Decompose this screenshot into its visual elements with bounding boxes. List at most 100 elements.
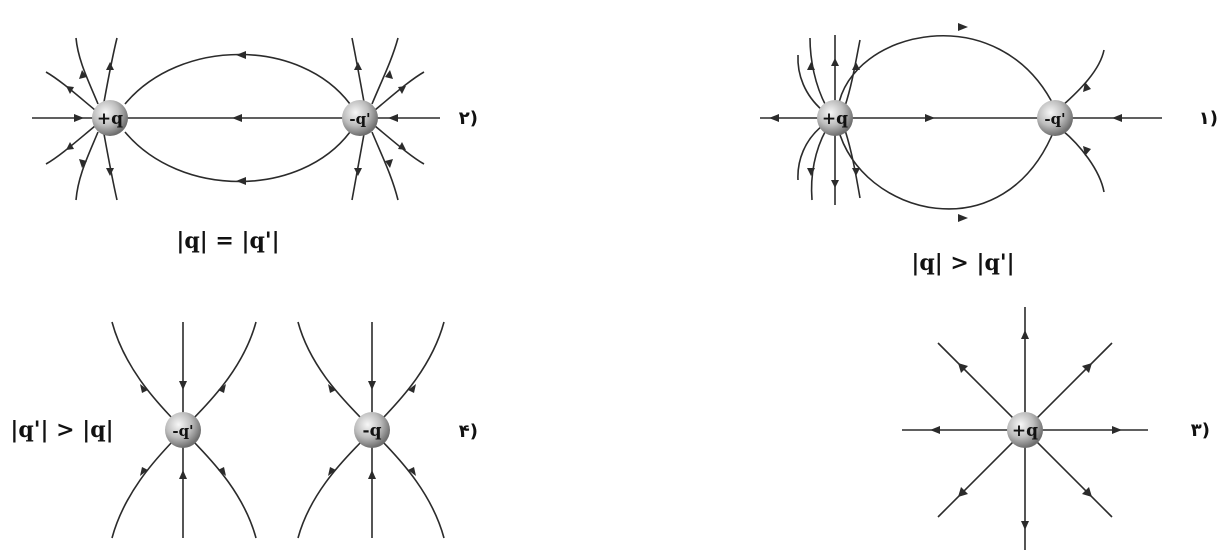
option-2-left-line [103,133,118,201]
option-1-line-dr1 [844,129,861,199]
option-1-right-lower-line [1061,129,1105,193]
option-2-arrow [354,62,362,70]
option-2-arrow [236,177,246,185]
option-4-left-curve [111,441,173,539]
option-2-charge-label: -q' [349,110,370,128]
option-2-bottom-loop [124,131,351,183]
option-1-arrow [807,168,815,176]
option-1-arrow [1112,114,1122,122]
option-1-arrow [831,58,839,66]
option-2-right-line [374,71,425,111]
option-4-right-curve [382,441,445,539]
option-1-line-ur1 [844,39,861,107]
option-4-arrow [218,467,226,476]
option-4-number: ۴) [459,421,478,442]
option-4-arrow [408,467,416,476]
option-1-negative-charge [1037,100,1073,136]
option-1-positive-charge [817,100,853,136]
option-4-negative-charge [165,412,201,448]
option-1-charge-label: -q' [1044,110,1065,128]
option-4-left-curve [193,441,257,539]
option-1-arrow [852,62,860,70]
option-1-line-dl1 [810,129,827,201]
option-4-arrow [408,384,416,393]
option-2-right-line [371,131,399,201]
option-2-number: ۲) [459,108,478,129]
option-4-diagram: -q' -q |q'| > |q| ۴) [10,321,478,539]
option-4-negative-charge [354,412,390,448]
option-2-negative-charge [342,100,378,136]
option-3-arrow [1112,426,1122,434]
option-2-right-line [351,133,365,201]
option-2-arrow [74,114,84,122]
option-3-charge-label: +q [1012,421,1038,441]
option-2-arrow [66,142,74,150]
option-4-arrow [218,384,226,393]
option-2-arrow [388,114,398,122]
option-1-line-ul1 [809,37,827,107]
option-2-arrow [66,86,74,94]
option-1-line-ul2 [797,54,823,111]
option-2-arrow [79,70,87,79]
option-4-right-curve [297,321,362,419]
option-4-arrow [368,470,376,479]
option-4-arrow [328,467,336,476]
option-1-arrow [807,62,815,70]
option-2-arrow [106,62,114,70]
option-2-arrow [79,159,87,168]
option-2-arrow [354,168,362,176]
option-1-arrow [958,23,968,31]
option-2-arrow [398,142,406,150]
option-4-arrow [368,381,376,390]
option-1-arrow [831,180,839,188]
option-2-arrow [232,114,242,122]
option-1-arrow [958,214,968,222]
option-3-positive-charge [1007,412,1043,448]
option-3-arrow [1021,330,1029,339]
option-4-relation: |q'| > |q| [10,417,113,443]
option-3-diagram: +q ۳) [902,307,1210,550]
option-2-diagram: +q -q' |q| = |q'| ۲) [32,37,478,254]
option-4-right-curve [382,321,445,419]
option-4-right-curve [297,441,362,539]
option-2-relation: |q| = |q'| [176,228,279,254]
option-2-top-loop [124,53,351,105]
option-4-arrow [328,384,336,393]
option-3-arrow [930,426,940,434]
option-4-arrow [179,470,187,479]
option-1-arrow [925,114,935,122]
option-4-arrow [179,381,187,390]
option-2-charge-label: +q [97,109,123,129]
option-4-left-curve [193,321,257,419]
option-1-arrow [1083,146,1091,156]
option-1-arrow [1083,82,1091,92]
option-4-left-curve [111,321,173,419]
option-3-arrow [1082,487,1092,497]
option-2-left-line [75,37,99,105]
option-4-charge-label: -q' [172,422,193,440]
option-2-positive-charge [92,100,128,136]
option-2-arrow [236,51,246,59]
option-3-arrow [958,363,968,373]
option-1-charge-label: +q [822,109,848,129]
option-2-arrow [398,86,406,94]
option-1-relation: |q| > |q'| [911,250,1014,276]
option-1-top-loop [837,35,1056,109]
option-3-arrow [1021,521,1029,530]
option-3-number: ۳) [1191,420,1210,441]
option-1-bottom-loop [837,127,1056,210]
option-4-arrow [140,384,148,393]
option-2-arrow [385,159,393,168]
option-3-arrow [1082,363,1092,373]
option-1-number: ۱) [1199,108,1218,129]
option-2-arrow [385,70,393,79]
option-2-left-line [75,131,99,201]
option-1-arrow [852,168,860,176]
option-2-right-line [371,37,399,105]
option-1-arrow [769,114,779,122]
option-1-line-dl2 [797,125,823,181]
option-4-charge-label: -q [363,421,382,441]
option-1-right-upper-line [1061,49,1105,107]
